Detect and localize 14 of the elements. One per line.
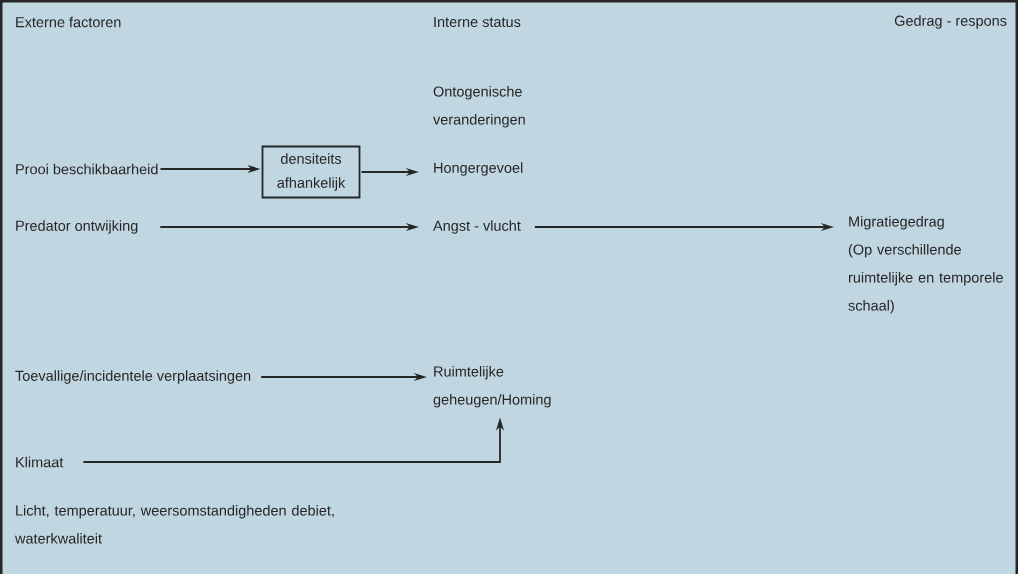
node-text: Hongergevoel — [434, 162, 523, 176]
node-text: Klimaat — [16, 456, 64, 468]
column-heading: Externe factoren — [16, 16, 121, 28]
node-text: Prooi beschikbaarheid — [16, 163, 158, 175]
node-text: Predator ontwijking — [16, 220, 138, 234]
column-heading: Interne status — [434, 16, 521, 28]
factor-text: Ontogenische veranderingen — [433, 86, 525, 128]
column-heading: Gedrag - respons — [894, 15, 1007, 29]
node-text: Angst - vlucht — [433, 220, 521, 234]
node-text: Ruimtelijke geheugen/Homing — [433, 366, 551, 408]
node-text: Migratiegedrag (Op verschillende ruimtelijke en temporele schaal) — [848, 216, 1003, 314]
node-text: Toevallige/incidentele verplaatsingen — [15, 370, 251, 384]
process-box: densiteits afhankelijk — [261, 145, 361, 199]
factor-text: Licht, temperatuur, weersomstandigheden debiet, waterkwaliteit — [15, 505, 334, 544]
